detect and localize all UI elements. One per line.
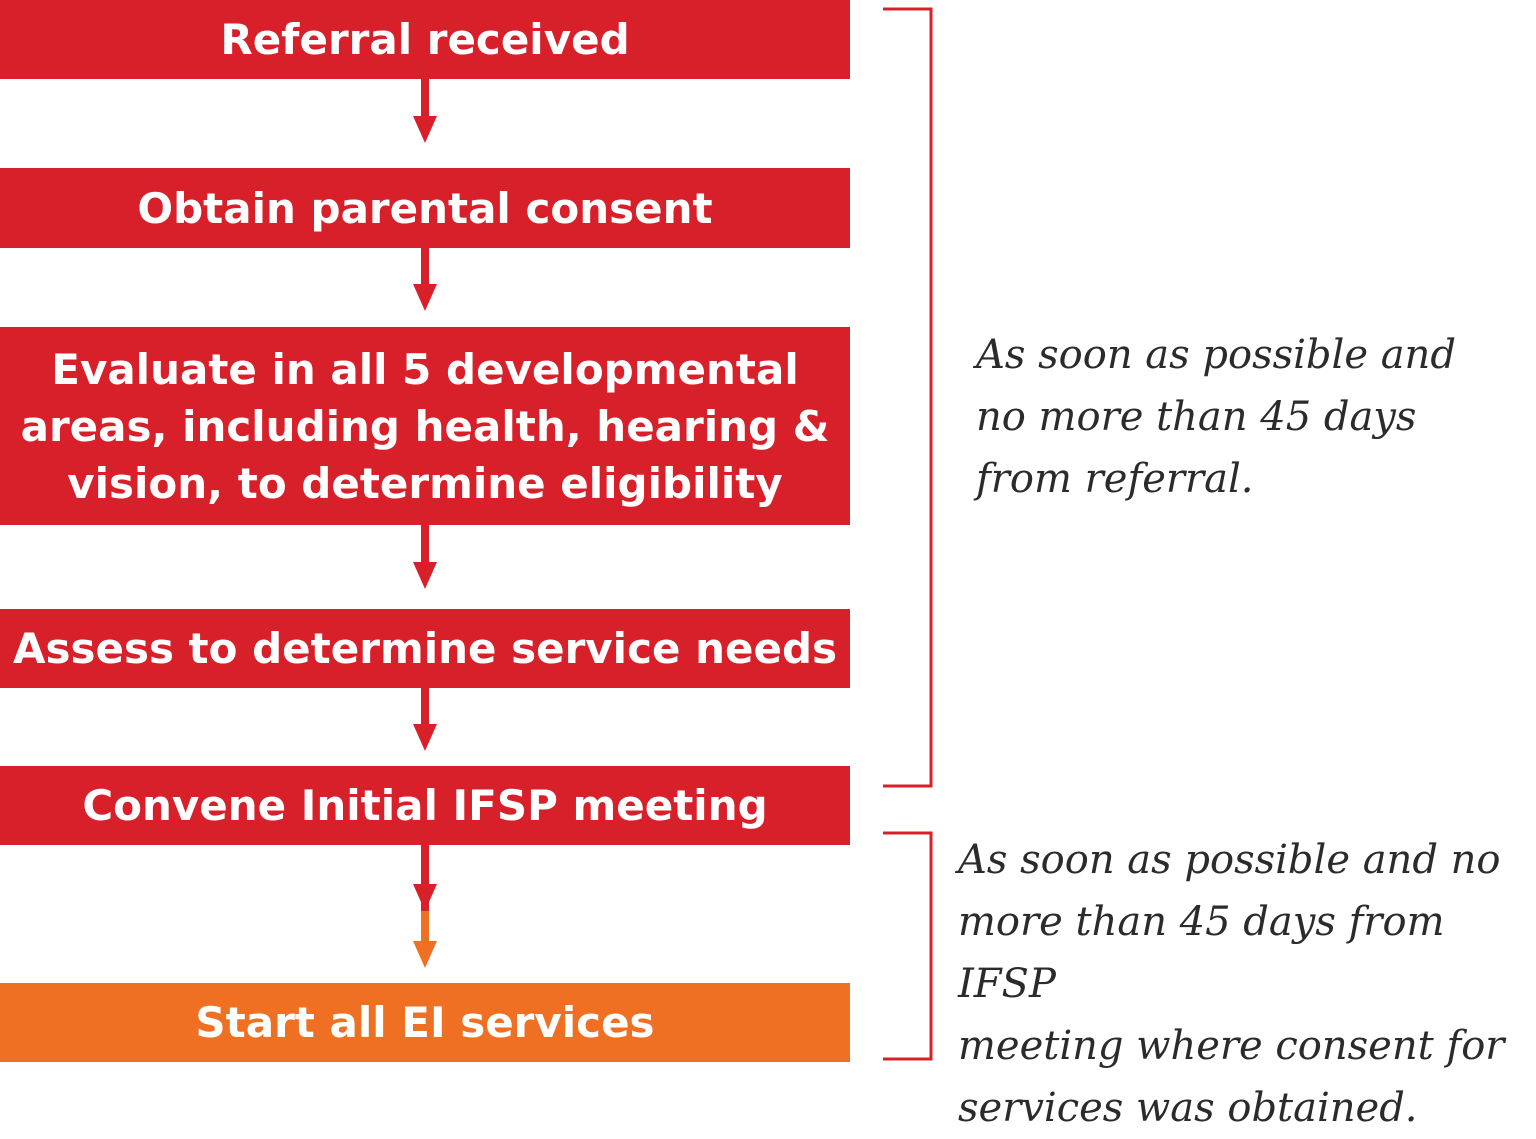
step-start-ei-services: Start all EI services: [0, 983, 850, 1062]
timeline-note-ifsp: As soon as possible and no more than 45 …: [958, 837, 1505, 1131]
step-evaluate-developmental-areas: Evaluate in all 5 developmental areas, i…: [0, 327, 850, 525]
connectors-layer: [413, 7, 933, 1061]
arrow-consent-to-evaluate: [413, 248, 437, 311]
arrow-ifsp-to-start: [413, 845, 437, 968]
arrow-evaluate-to-assess: [413, 525, 437, 589]
timeline-bracket-ifsp: [883, 831, 933, 1061]
arrow-assess-to-ifsp: [413, 688, 437, 751]
timeline-bracket-referral: [883, 7, 933, 788]
step-obtain-parental-consent: Obtain parental consent: [0, 168, 850, 248]
arrow-referral-to-consent: [413, 79, 437, 143]
step-convene-ifsp-meeting: Convene Initial IFSP meeting: [0, 766, 850, 845]
step-referral-received: Referral received: [0, 0, 850, 79]
step-assess-service-needs: Assess to determine service needs: [0, 609, 850, 688]
timeline-note-referral: As soon as possible and no more than 45 …: [976, 332, 1456, 502]
